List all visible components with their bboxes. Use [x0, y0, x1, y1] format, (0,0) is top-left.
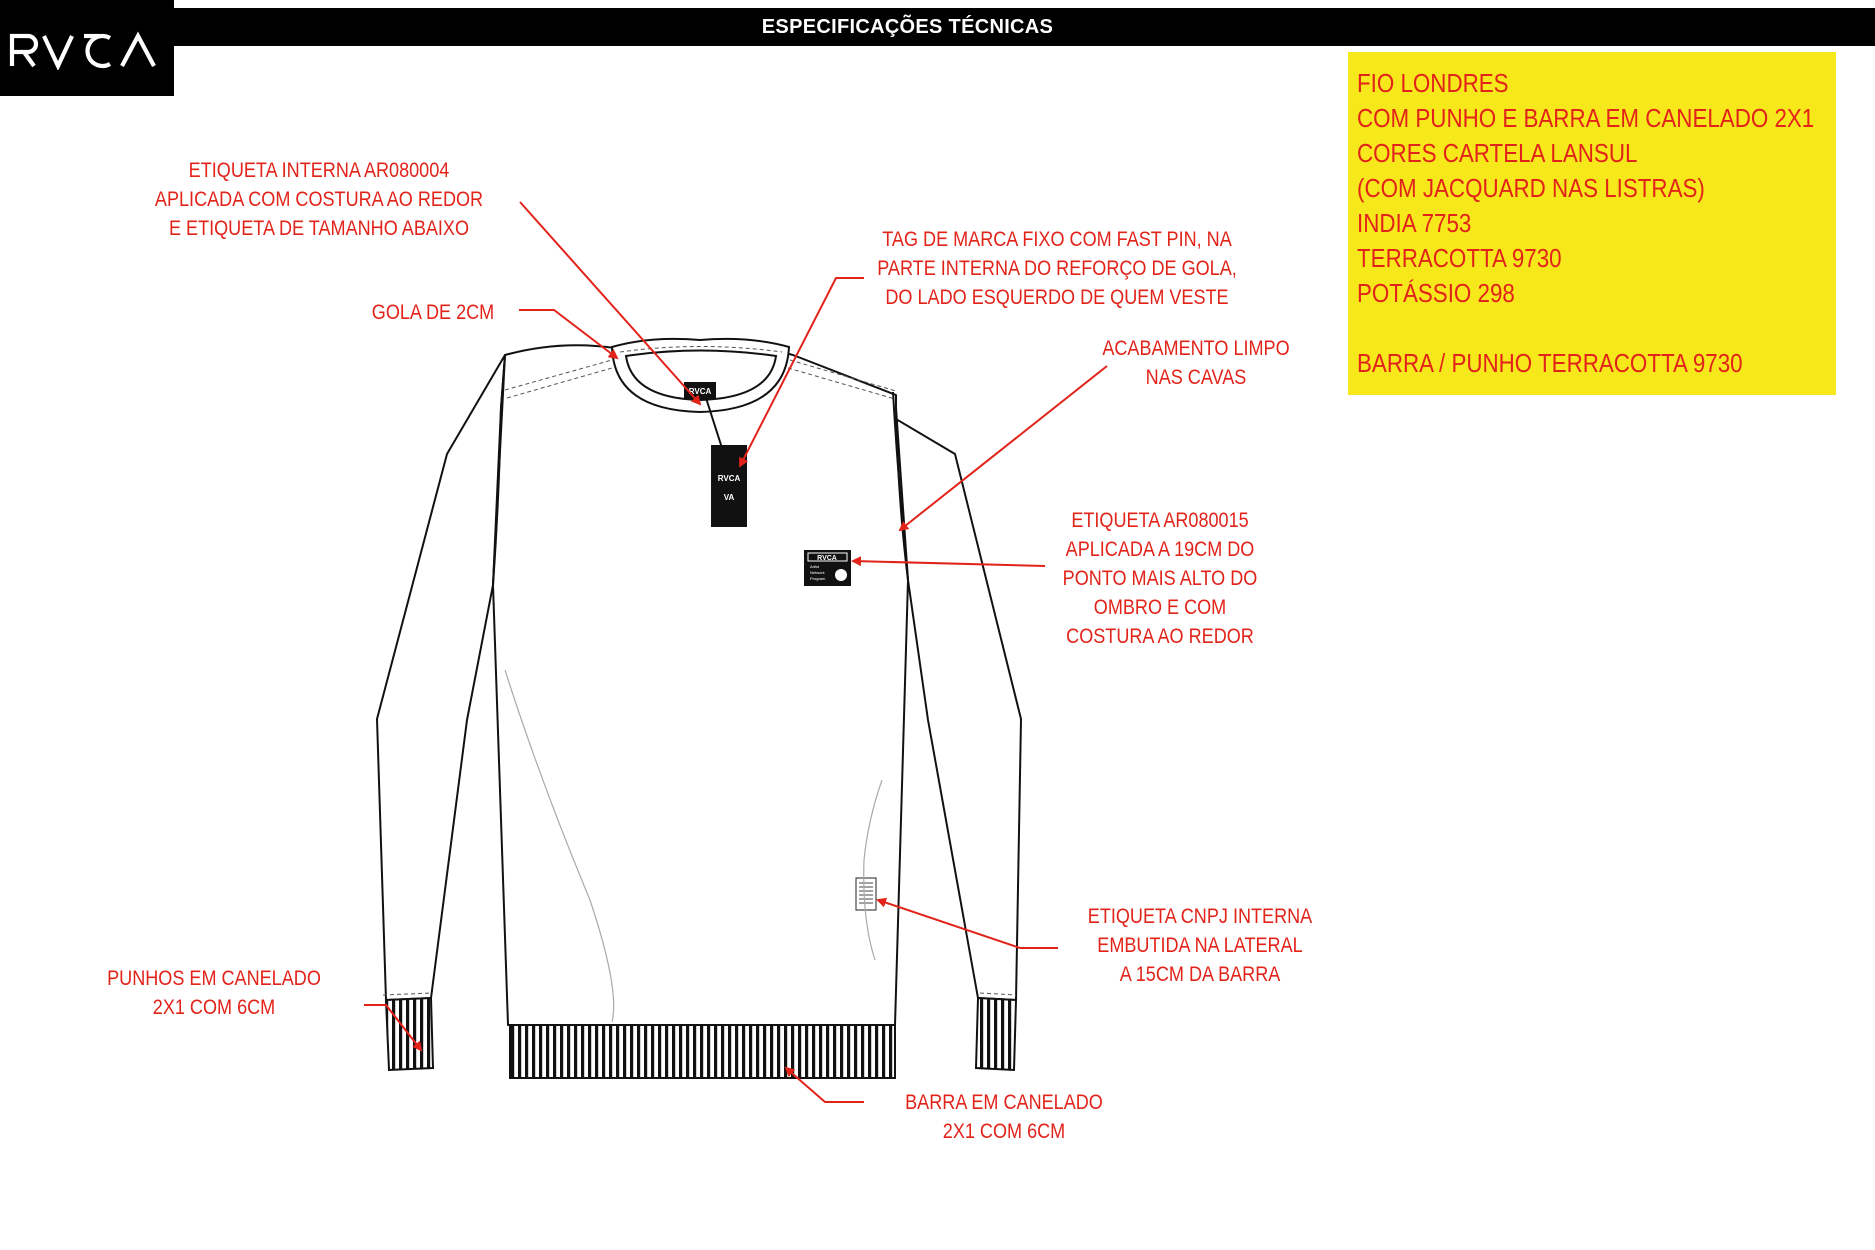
callout-acabamento: ACABAMENTO LIMPO NAS CAVAS [1102, 337, 1290, 389]
rvca-logo [0, 0, 174, 96]
svg-text:RVCA: RVCA [689, 387, 712, 396]
callout-line-gola [519, 309, 619, 360]
spec-box: FIO LONDRES COM PUNHO E BARRA EM CANELAD… [1348, 52, 1836, 395]
hem-rib [509, 1024, 896, 1079]
spec-line-terracotta: TERRACOTTA 9730 [1357, 243, 1562, 273]
spec-line-potassio: POTÁSSIO 298 [1357, 278, 1515, 308]
spec-line-barra-punho: BARRA / PUNHO TERRACOTTA 9730 [1357, 348, 1743, 378]
body [492, 344, 909, 1026]
svg-text:RVCA: RVCA [817, 555, 837, 562]
cnpj-label [855, 877, 877, 911]
callout-line-punhos [364, 1004, 423, 1052]
right-cuff [974, 996, 1018, 1072]
callout-etiqueta-cnpj: ETIQUETA CNPJ INTERNA EMBUTIDA NA LATERA… [1087, 905, 1313, 986]
spec-line-jacquard: (COM JACQUARD NAS LISTRAS) [1357, 173, 1705, 203]
callout-punhos: PUNHOS EM CANELADO 2X1 COM 6CM [107, 967, 321, 1019]
spec-line-rib: COM PUNHO E BARRA EM CANELADO 2X1 [1357, 103, 1815, 133]
callout-line-acabamento [898, 365, 1108, 532]
callout-etiqueta-ar080015: ETIQUETA AR080015 APLICADA A 19CM DO PON… [1062, 509, 1258, 648]
callout-line-cnpj [876, 897, 1058, 949]
callout-line-tag-marca [739, 277, 864, 468]
callout-barra: BARRA EM CANELADO 2X1 COM 6CM [905, 1091, 1103, 1143]
callout-line-etiqueta-interna [519, 201, 702, 406]
hang-tag: RVCA VA [711, 445, 747, 527]
callout-gola: GOLA DE 2CM [371, 301, 495, 324]
chest-patch: RVCA Artist Network Program [804, 550, 851, 586]
header-bar: ESPECIFICAÇÕES TÉCNICAS [0, 8, 1875, 46]
callout-line-barra [784, 1066, 864, 1103]
svg-text:Program: Program [810, 576, 826, 581]
rvca-logo-mark [9, 31, 156, 70]
svg-text:RVCA: RVCA [718, 474, 741, 483]
callout-tag-marca: TAG DE MARCA FIXO COM FAST PIN, NA PARTE… [877, 228, 1237, 309]
svg-text:Artist: Artist [810, 564, 820, 569]
svg-text:Network: Network [810, 570, 825, 575]
callout-etiqueta-interna: ETIQUETA INTERNA AR080004 APLICADA COM C… [154, 159, 484, 240]
svg-text:VA: VA [724, 493, 735, 502]
spec-line-india: INDIA 7753 [1357, 208, 1472, 238]
spec-line-colors: CORES CARTELA LANSUL [1357, 138, 1638, 168]
spec-line-yarn: FIO LONDRES [1357, 68, 1509, 98]
callout-line-etiqueta-ar080015 [851, 556, 1046, 567]
left-sleeve [376, 354, 506, 1001]
page-title: ESPECIFICAÇÕES TÉCNICAS [761, 16, 1054, 38]
